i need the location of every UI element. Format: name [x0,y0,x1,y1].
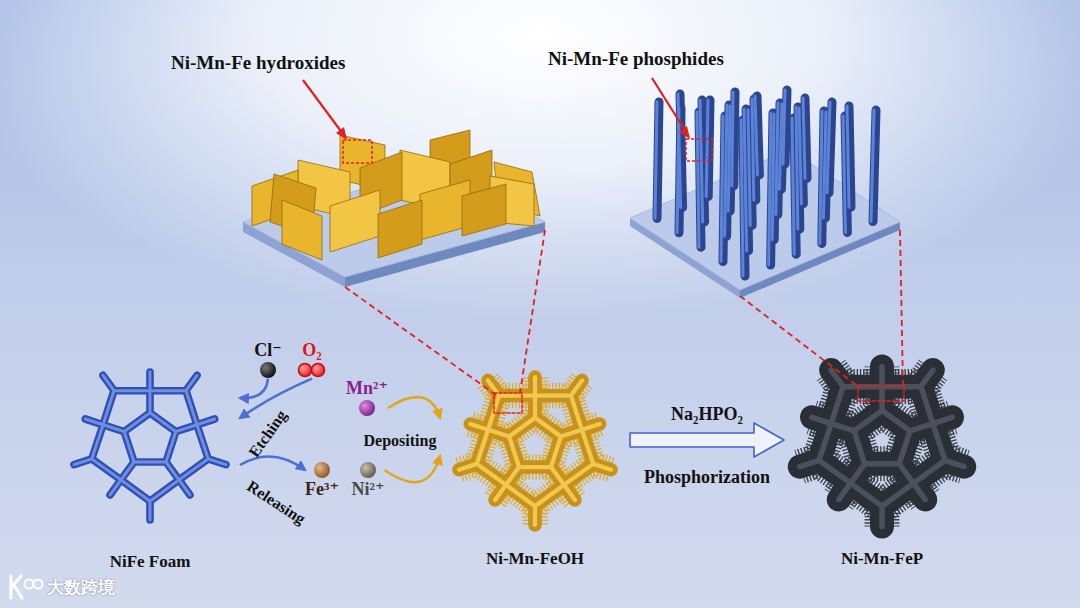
phosphide-callout-part [652,78,686,132]
node-label: Ni-Mn-FeOH [486,549,584,569]
edge-label: Phosphorization [644,467,770,488]
hydroxide-sheets-part [378,200,422,258]
node-label: Mn²⁺ [346,378,388,399]
hydroxide-callout-part [303,80,343,134]
nife-foam-figure-part [74,372,226,520]
ion-ball [297,361,327,379]
oxygen-molecule: O₂ [297,340,327,379]
watermark-logo-part [34,580,43,589]
node-label: Ni-Mn-FeP [841,549,923,569]
ion-ball [359,461,377,479]
foam-figure: Ni-Mn-FeOH [440,358,630,572]
depositing-arrow [385,456,441,482]
node-label: Fe³⁺ [305,479,339,500]
phosphide-plate-part [630,150,900,290]
etching-arrow [240,379,268,398]
depositing-arrow [388,397,440,418]
hydroxide-sheets-part [282,200,322,260]
ion-ball-body [314,462,330,478]
hydroxide-inset: Ni-Mn-Fe hydroxides [165,48,548,290]
ion-ball-body [359,400,375,416]
releasing-arrow [240,457,305,470]
zoom-leader [740,230,903,388]
hydroxide-foam-figure [459,377,611,525]
edge-label: Etching [245,407,291,461]
hydroxide-foam-figure-part [459,377,611,525]
phosphide-callout-part [686,139,712,161]
phosphide-foam-figure-part [800,366,964,526]
phosphide-rods [655,90,876,276]
phosphide-inset: Ni-Mn-Fe phosphides [548,44,903,298]
nickel-ion: Ni²⁺ [352,461,385,500]
hydroxide-foam-figure-part [459,377,611,525]
hydroxide-sheets-part [330,190,380,252]
watermark-logo-part [11,576,22,598]
phosphide-foam-figure [800,366,964,526]
foam-figure: NiFe Foam [60,340,240,575]
ion-ball-body [299,363,312,376]
hydroxide-foam-figure-part [494,393,522,413]
hydroxide-callout-part [336,127,347,140]
node-label: O₂ [302,340,321,361]
nife-foam-figure-part [74,372,226,520]
iron-ion: Fe³⁺ [305,461,339,500]
phosphide-foam-figure-part [800,366,964,526]
watermark-text: 大数跨境 [47,578,115,598]
phosphide-rods-part [655,90,874,276]
hydroxide-sheets-part [462,184,506,236]
node-label: NiFe Foam [110,552,191,572]
node-label: Ni-Mn-Fe phosphides [548,48,903,70]
chloride-ion: Cl⁻ [254,340,282,379]
edge-label: Depositing [364,432,437,450]
zoom-leader [345,230,545,395]
foam-figure: Ni-Mn-FeP [784,345,980,572]
watermark-logo-part [25,580,34,589]
hydroxide-callout [303,80,372,163]
hydroxide-foam-figure-part [459,377,611,525]
phosphide-callout-part [679,126,690,139]
reagent-label: Na₂HPO₂ [671,404,743,425]
phosphide-foam-figure-part [858,386,904,401]
node-label: Ni-Mn-Fe hydroxides [171,52,542,74]
node-label: Ni²⁺ [352,479,385,500]
hydroxide-callout-part [343,140,372,163]
phosphide-callout [652,78,712,161]
node-label: Cl⁻ [254,340,282,361]
hydroxide-sheets [252,130,540,260]
ion-ball [259,361,277,379]
ion-ball [313,461,331,479]
ion-ball [358,399,376,417]
phosphide-plate [630,150,900,298]
manganese-ion: Mn²⁺ [346,378,388,417]
watermark-logo [11,576,43,598]
ion-ball-body [360,462,376,478]
edge-label: Releasing [243,477,308,528]
phosphorization-arrow [630,423,784,457]
ion-ball-body [312,363,325,376]
phosphide-foam-figure-part [800,366,964,526]
ion-ball-body [260,362,276,378]
nife-foam-figure [74,372,226,520]
